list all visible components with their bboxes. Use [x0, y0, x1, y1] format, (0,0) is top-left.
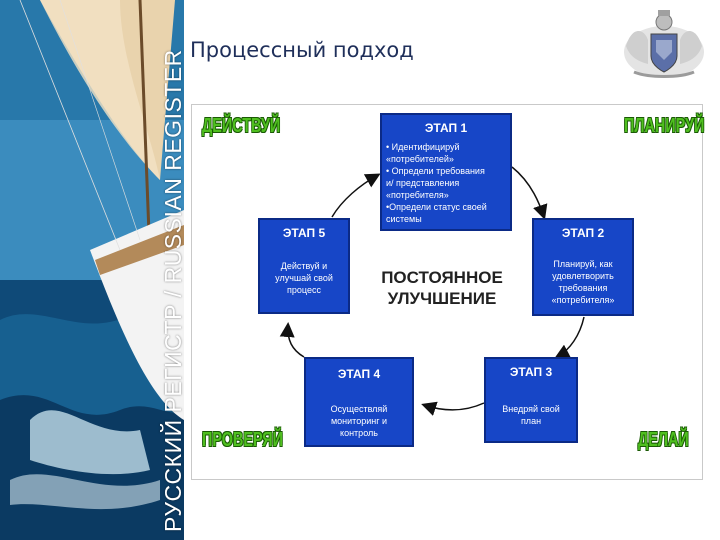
stage-3-text: Внедряй свой план	[490, 403, 572, 427]
stage-4-text: Осуществляй мониторинг и контроль	[310, 403, 408, 439]
stage-4-title: ЭТАП 4	[306, 367, 412, 381]
stage-2-text: Планируй, как удовлетворить требования «…	[538, 258, 628, 306]
continuous-improvement-label: ПОСТОЯННОЕ УЛУЧШЕНИЕ	[357, 267, 527, 309]
arrow-stage3-to-stage4	[424, 403, 484, 410]
label-act: ДЕЙСТВУЙ	[202, 115, 280, 138]
stage-1-title: ЭТАП 1	[382, 121, 510, 135]
stage-3-title: ЭТАП 3	[486, 365, 576, 379]
crest-logo	[618, 6, 710, 82]
arrow-stage1-to-stage2	[512, 167, 544, 217]
arrow-stage5-to-stage1	[332, 175, 378, 217]
stage-5-text: Действуй и улучшай свой процесс	[264, 260, 344, 296]
stage-2-title: ЭТАП 2	[534, 226, 632, 240]
stage-3-box: ЭТАП 3 Внедряй свой план	[484, 357, 578, 443]
stage-1-box: ЭТАП 1 • Идентифицируй «потребителей» • …	[380, 113, 512, 231]
vertical-brand-text: РУССКИЙ РЕГИСТР / RUSSIAN REGISTER	[160, 49, 184, 532]
stage-5-box: ЭТАП 5 Действуй и улучшай свой процесс	[258, 218, 350, 314]
stage-2-box: ЭТАП 2 Планируй, как удовлетворить требо…	[532, 218, 634, 316]
page-title: Процессный подход	[190, 38, 414, 62]
stage-5-title: ЭТАП 5	[260, 226, 348, 240]
pdca-diagram: ЭТАП 1 • Идентифицируй «потребителей» • …	[191, 104, 703, 480]
arrow-stage2-to-stage3	[557, 317, 584, 357]
label-check: ПРОВЕРЯЙ	[202, 429, 283, 452]
stage-4-box: ЭТАП 4 Осуществляй мониторинг и контроль	[304, 357, 414, 447]
stage-1-text: • Идентифицируй «потребителей» • Определ…	[386, 141, 506, 225]
arrow-stage4-to-stage5	[288, 325, 304, 357]
label-plan: ПЛАНИРУЙ	[624, 115, 704, 138]
sailboat-illustration	[0, 0, 184, 540]
label-do: ДЕЛАЙ	[638, 429, 689, 452]
sailboat-photo: РУССКИЙ РЕГИСТР / RUSSIAN REGISTER	[0, 0, 184, 540]
